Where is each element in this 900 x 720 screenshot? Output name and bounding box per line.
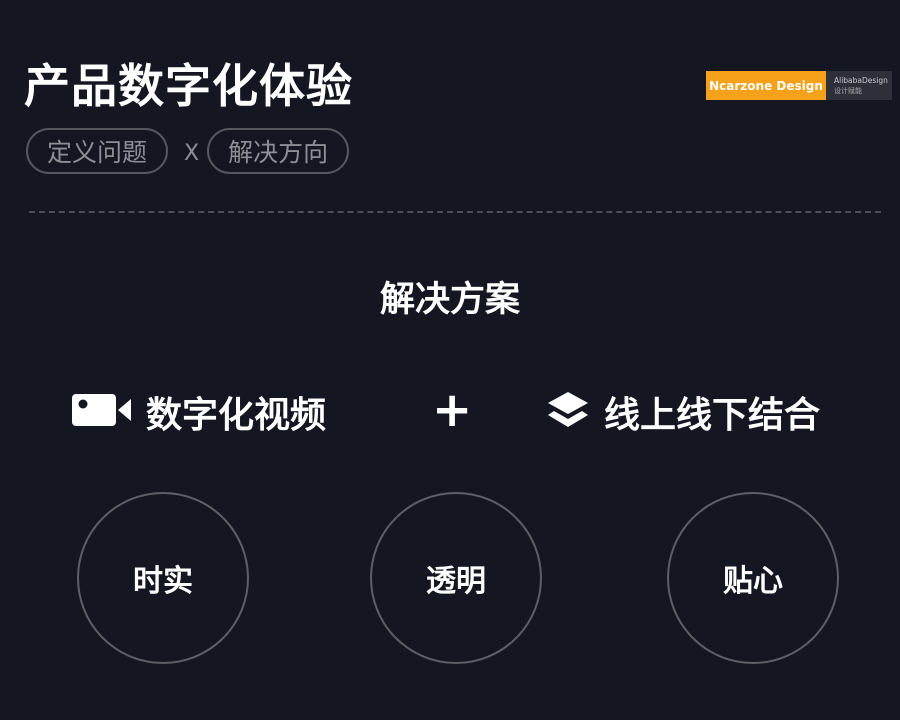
feature-label-video: 数字化视频 [146,395,327,436]
value-circle-transparent: 透明 [370,492,542,664]
feature-label-online-offline: 线上线下结合 [604,395,821,436]
value-circle-realtime: 时实 [77,492,249,664]
logo-sub-block: AlibabaDesign 设计赋能 [826,71,892,100]
feature-online-offline: 线上线下结合 [546,386,820,438]
logo-brand-text: Ncarzone Design [706,71,826,100]
brand-logo: Ncarzone Design AlibabaDesign 设计赋能 [706,71,892,100]
page-title: 产品数字化体验 [24,59,353,113]
value-circle-caring: 贴心 [667,492,839,664]
layers-icon [546,390,590,434]
plus-sign: + [432,382,473,438]
logo-sub-text-2: 设计赋能 [834,86,862,95]
video-camera-icon [72,392,132,432]
tag-row: 定义问题 X 解决方向 [26,126,350,176]
dashed-divider [29,211,881,213]
tag-define-problem: 定义问题 [26,128,169,174]
tag-solution-direction: 解决方向 [207,128,350,174]
logo-sub-text-1: AlibabaDesign [834,75,888,85]
section-title: 解决方案 [379,280,520,320]
feature-digital-video: 数字化视频 [72,386,326,438]
tag-separator: X [184,140,200,166]
